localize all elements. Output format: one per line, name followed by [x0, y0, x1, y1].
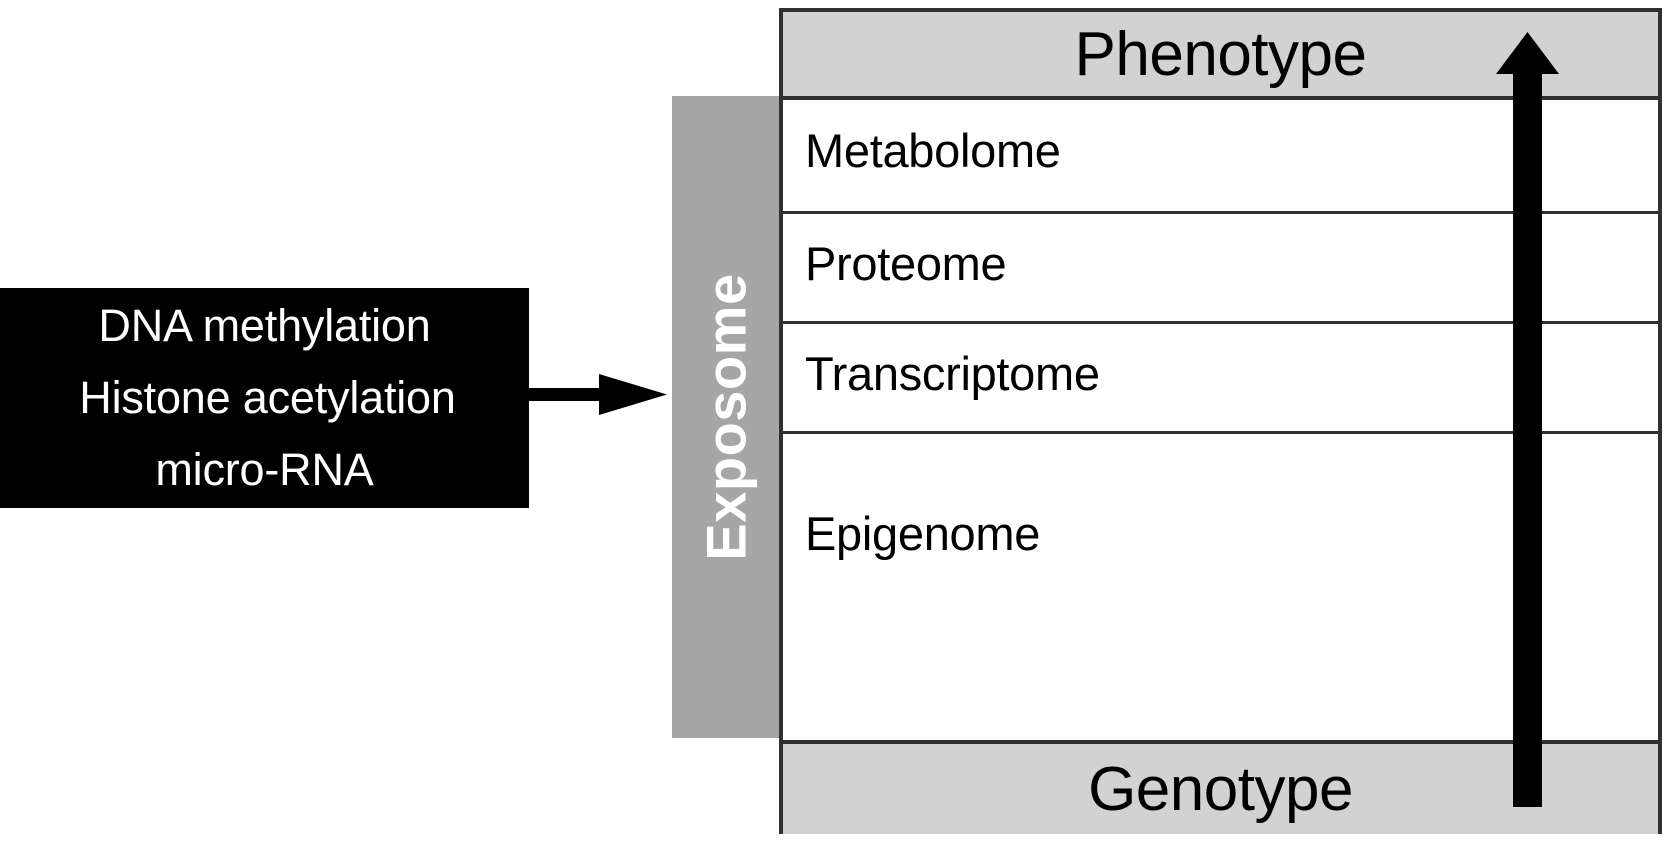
phenotype-label: Phenotype	[1074, 19, 1367, 89]
omics-row-epigenome: Epigenome	[783, 434, 1658, 740]
epigenetic-mechanism-histone-acetylation: Histone acetylation	[79, 372, 456, 423]
epigenetic-mechanisms-box: DNA methylation Histone acetylation micr…	[0, 288, 529, 508]
genotype-band: Genotype	[783, 740, 1658, 834]
omics-row-label-proteome: Proteome	[805, 237, 1007, 290]
epigenetic-mechanism-dna-methylation: DNA methylation	[98, 300, 431, 351]
exposome-bar: Exposome	[672, 96, 780, 738]
phenotype-band: Phenotype	[783, 12, 1658, 100]
genotype-label: Genotype	[1088, 754, 1353, 824]
epigenetic-mechanism-micro-rna: micro-RNA	[155, 444, 374, 495]
omics-row-proteome: Proteome	[783, 214, 1658, 324]
omics-stack-box: Phenotype Metabolome Proteome Transcript…	[779, 8, 1662, 834]
arrow-right-icon	[525, 374, 667, 415]
omics-row-label-transcriptome: Transcriptome	[805, 347, 1100, 400]
omics-row-label-metabolome: Metabolome	[805, 124, 1061, 177]
omics-row-metabolome: Metabolome	[783, 100, 1658, 214]
exposome-label: Exposome	[694, 273, 758, 561]
omics-row-label-epigenome: Epigenome	[805, 507, 1041, 560]
omics-row-transcriptome: Transcriptome	[783, 324, 1658, 434]
